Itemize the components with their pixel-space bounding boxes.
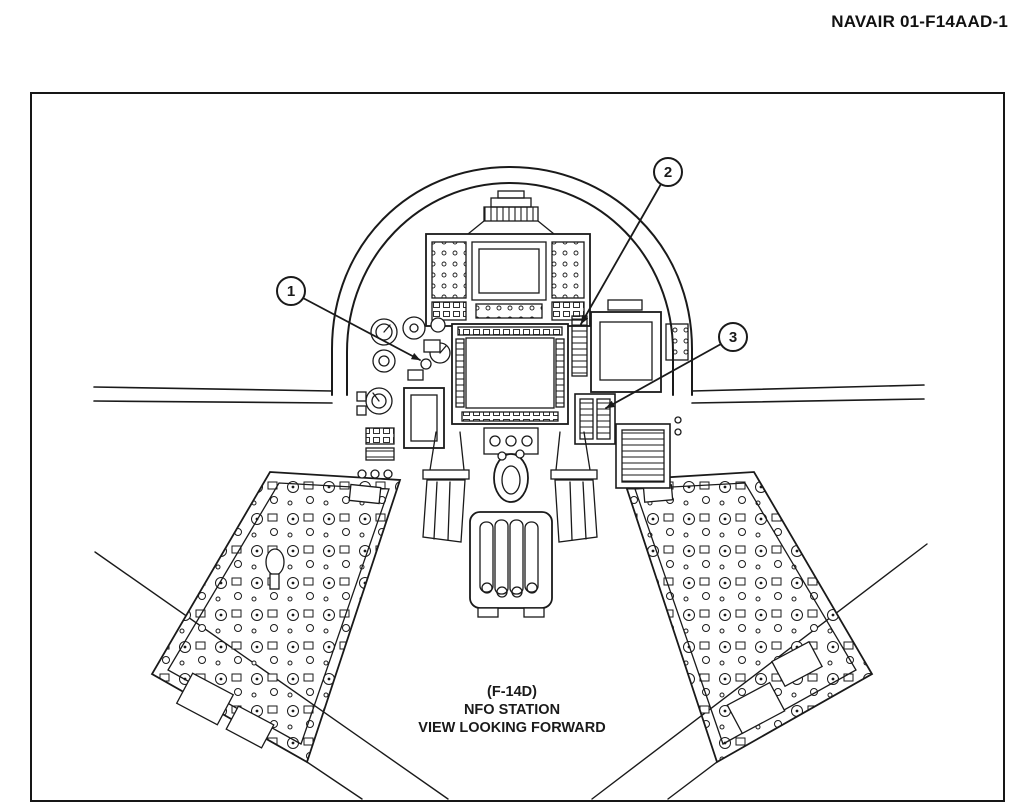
caption-line-1: (F-14D) <box>487 684 537 700</box>
tactical-display <box>451 323 569 425</box>
caption-line-3: VIEW LOOKING FORWARD <box>418 720 605 736</box>
left-gauge-cluster <box>356 316 451 479</box>
callout-3-label: 3 <box>729 329 737 346</box>
data-entry-panel <box>574 393 616 445</box>
right-circuit-panel <box>615 416 682 489</box>
cockpit-diagram: 1 2 3 (F-14D) NFO STATION VIEW LOOKING F… <box>93 157 928 800</box>
figure-frame: 1 2 3 (F-14D) NFO STATION VIEW LOOKING F… <box>30 92 1005 802</box>
windshield-sill <box>93 384 925 404</box>
rudder-pedals <box>422 431 598 543</box>
callout-1-label: 1 <box>287 283 295 300</box>
left-console <box>150 471 402 764</box>
canopy-arch <box>331 165 693 396</box>
callout-2: 2 <box>580 157 683 325</box>
right-console <box>622 471 874 764</box>
document-number: NAVAIR 01-F14AAD-1 <box>831 12 1008 31</box>
callout-1: 1 <box>276 276 421 361</box>
callout-3: 3 <box>605 322 748 409</box>
figure-caption: (F-14D) NFO STATION VIEW LOOKING FORWARD <box>418 684 605 736</box>
caption-line-2: NFO STATION <box>464 702 560 718</box>
right-display-panel <box>571 299 689 393</box>
center-pedestal <box>469 427 553 618</box>
upper-instrument-panel <box>425 233 591 327</box>
callout-2-label: 2 <box>664 164 672 181</box>
canopy-handle <box>467 190 555 235</box>
